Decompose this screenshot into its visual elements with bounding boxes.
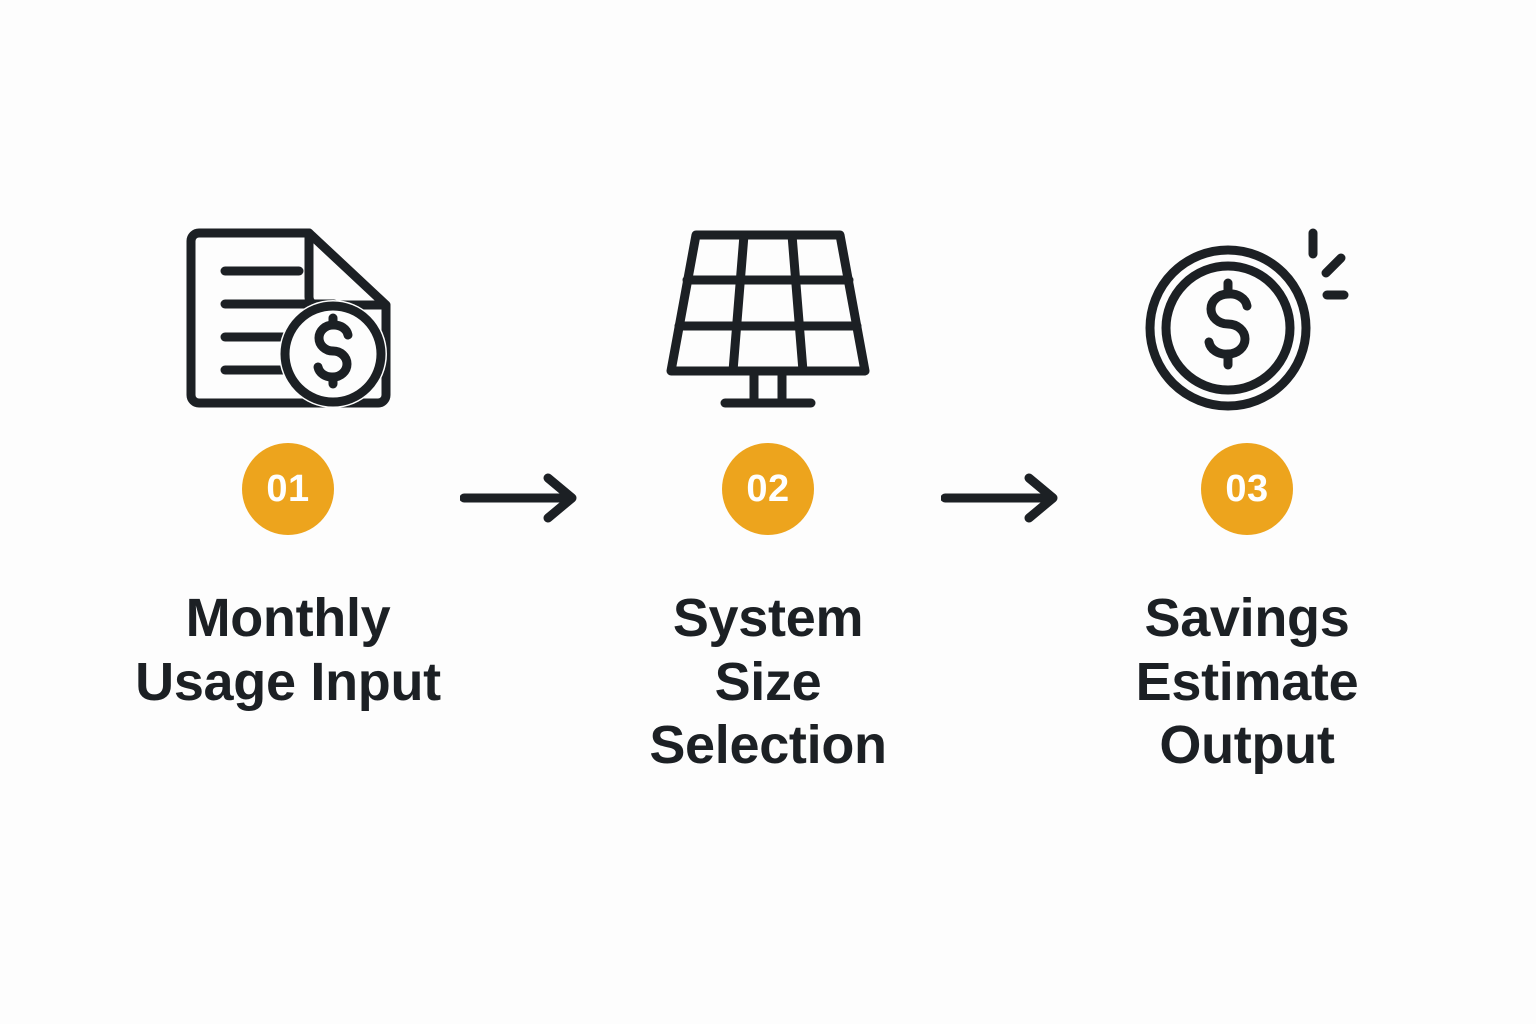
step-label-1: Monthly Usage Input <box>135 588 441 712</box>
process-step-1: 01 Monthly Usage Input <box>108 210 468 714</box>
step-number-1: 01 <box>266 468 310 510</box>
step-number-3: 03 <box>1225 468 1269 510</box>
arrow-right-icon-2 <box>940 472 1065 524</box>
arrow-right-icon-1 <box>459 472 584 524</box>
coin-dollar-sparkle-icon <box>1145 210 1350 425</box>
process-step-3: 03 Savings Estimate Output <box>1067 210 1427 778</box>
document-dollar-icon <box>181 210 396 425</box>
step-badge-2: 02 <box>722 443 814 535</box>
step-badge-3: 03 <box>1201 443 1293 535</box>
step-number-2: 02 <box>746 468 790 510</box>
process-step-2: 02 System Size Selection <box>588 210 948 778</box>
solar-panel-icon <box>663 210 873 425</box>
step-label-3: Savings Estimate Output <box>1135 588 1359 776</box>
step-badge-1: 01 <box>242 443 334 535</box>
step-label-2: System Size Selection <box>649 588 887 776</box>
